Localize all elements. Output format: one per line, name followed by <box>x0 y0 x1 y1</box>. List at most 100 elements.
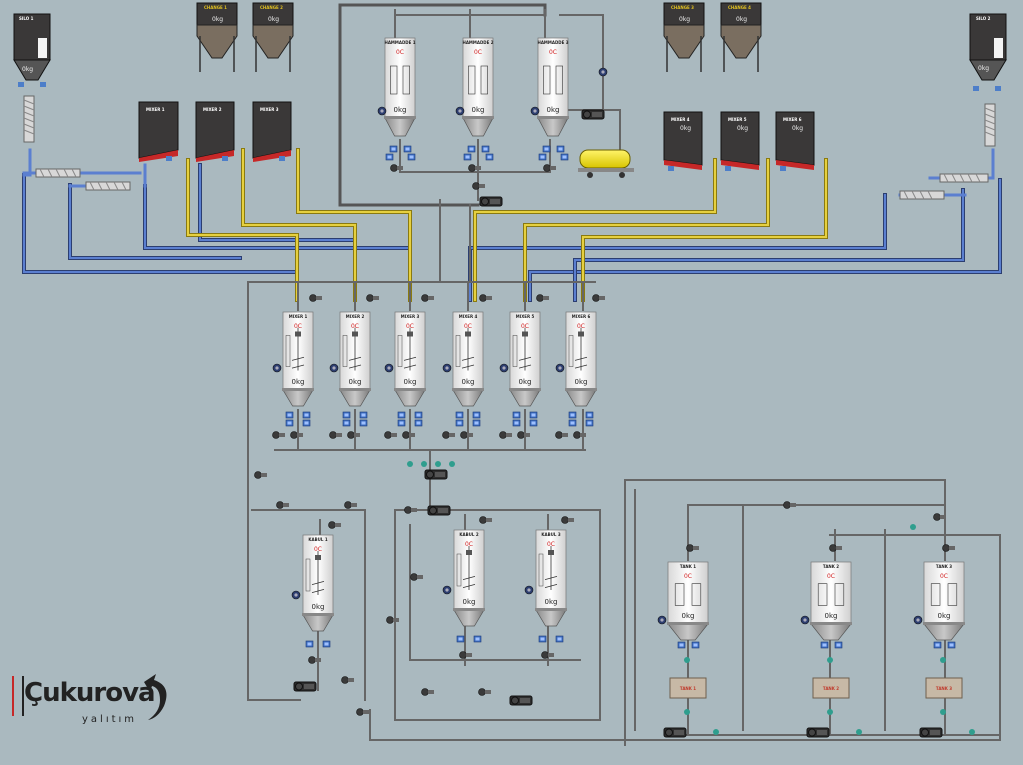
kabul-tank-2-motor-icon[interactable] <box>442 585 452 595</box>
storage-tank-1-outlet-flow-valve-icon[interactable] <box>684 709 690 715</box>
silo-right-valve-2-icon[interactable] <box>995 86 1001 91</box>
storage-tank-3-inlet-valve-icon[interactable] <box>942 544 956 552</box>
kabul-line-valve-3-icon[interactable] <box>421 688 435 696</box>
silo-left-valve-icon[interactable] <box>18 82 24 87</box>
silo-right-valve-icon[interactable] <box>973 86 979 91</box>
top-pump-center[interactable] <box>479 196 503 207</box>
top-reactor-2-motor-icon[interactable] <box>455 106 465 116</box>
kabul-line-valve-4-icon[interactable] <box>478 688 492 696</box>
dark-tank-right-2[interactable]: MIXER 5 0kg <box>720 111 760 171</box>
kabul-tank-3-valve-right-icon[interactable] <box>555 635 564 643</box>
mixer-1-valve-right-icon[interactable] <box>302 411 311 419</box>
mixer-4-motor-icon[interactable] <box>442 363 452 373</box>
top-reactor-3-valve-right-icon[interactable] <box>556 145 565 153</box>
mixer-5-motor-icon[interactable] <box>499 363 509 373</box>
mixer-4-outlet-valve-icon[interactable] <box>460 431 474 439</box>
mixer-5-inlet-valve-icon[interactable] <box>536 294 550 302</box>
storage-tank-1-discharge-valve-icon[interactable] <box>713 729 719 735</box>
mixer-6-valve-right-2-icon[interactable] <box>585 419 594 427</box>
top-reactor-1-outlet-valve-icon[interactable] <box>390 164 404 172</box>
kabul-line-valve-icon[interactable] <box>341 676 355 684</box>
kabul-line-valve-7-icon[interactable] <box>404 506 418 514</box>
kabul-tank-3-motor-icon[interactable] <box>524 585 534 595</box>
mixer-3-valve-left-icon[interactable] <box>397 411 406 419</box>
mixer-2-valve-right-icon[interactable] <box>359 411 368 419</box>
mixer-6-valve-right-icon[interactable] <box>585 411 594 419</box>
mixer-1-valve-right-2-icon[interactable] <box>302 419 311 427</box>
storage-tank-3-flow-valve-icon[interactable] <box>940 657 946 663</box>
mixer-1-outlet-valve-left-icon[interactable] <box>272 431 286 439</box>
mixer-5-valve-left-icon[interactable] <box>512 411 521 419</box>
storage-line-valve-2-icon[interactable] <box>933 513 947 521</box>
kabul-tank-3-valve-left-icon[interactable] <box>538 635 547 643</box>
storage-tank-2-inlet-valve-icon[interactable] <box>829 544 843 552</box>
mixer-6-motor-icon[interactable] <box>555 363 565 373</box>
silo-left[interactable]: SILO 1 0kg <box>13 13 51 87</box>
storage-tank-2-pump[interactable] <box>806 727 830 738</box>
mixer-4-valve-right-icon[interactable] <box>472 411 481 419</box>
left-line-valve-3-icon[interactable] <box>344 501 358 509</box>
mixer-outlet-pump[interactable] <box>424 469 448 480</box>
dark-tank-left-1[interactable]: MIXER 1 <box>138 101 179 162</box>
top-reactor-2-valve-left-2-icon[interactable] <box>463 153 472 161</box>
storage-tank-2-motor-icon[interactable] <box>800 615 810 625</box>
mixer-4-inlet-valve-icon[interactable] <box>479 294 493 302</box>
mixer-outlet-valve-2-icon[interactable] <box>421 461 427 467</box>
yellow-tanker[interactable] <box>578 149 634 178</box>
mixer-1-valve-left-2-icon[interactable] <box>285 419 294 427</box>
mixer-6-inlet-valve-icon[interactable] <box>592 294 606 302</box>
storage-tank-3-valve-left-icon[interactable] <box>933 641 942 649</box>
mixer-2-outlet-valve-icon[interactable] <box>347 431 361 439</box>
kabul-tank-3-outlet-valve-icon[interactable] <box>541 651 555 659</box>
storage-tank-2-outlet-flow-valve-icon[interactable] <box>827 709 833 715</box>
dark-tank-right-2-valve-icon[interactable] <box>725 166 731 171</box>
dark-tank-right-1[interactable]: MIXER 4 0kg <box>663 111 703 171</box>
mixer-5-valve-left-2-icon[interactable] <box>512 419 521 427</box>
mixer-2-valve-left-2-icon[interactable] <box>342 419 351 427</box>
mixer-outlet-valve-3-icon[interactable] <box>435 461 441 467</box>
mixer-outlet-valve-4-icon[interactable] <box>449 461 455 467</box>
mixer-2-valve-right-2-icon[interactable] <box>359 419 368 427</box>
storage-tank-2-valve-right-icon[interactable] <box>834 641 843 649</box>
mixer-1-outlet-valve-icon[interactable] <box>290 431 304 439</box>
mixer-3-valve-right-icon[interactable] <box>414 411 423 419</box>
kabul-tank-1-valve-right-icon[interactable] <box>322 640 331 648</box>
kabul-pump-1[interactable] <box>293 681 317 692</box>
mixer-2-outlet-valve-left-icon[interactable] <box>329 431 343 439</box>
kabul-tank-1-outlet-valve-icon[interactable] <box>308 656 322 664</box>
top-reactor-2-valve-left-icon[interactable] <box>467 145 476 153</box>
mixer-1-valve-left-icon[interactable] <box>285 411 294 419</box>
mixer-5-outlet-valve-icon[interactable] <box>517 431 531 439</box>
hopper-right-2[interactable]: CHANGE 4 0kg <box>720 2 762 72</box>
top-reactor-2-valve-right-icon[interactable] <box>481 145 490 153</box>
mixer-6-valve-left-icon[interactable] <box>568 411 577 419</box>
kabul-tank-2-outlet-valve-icon[interactable] <box>459 651 473 659</box>
dark-tank-right-1-valve-icon[interactable] <box>668 166 674 171</box>
storage-tank-1-valve-left-icon[interactable] <box>677 641 686 649</box>
dark-tank-left-3-valve-icon[interactable] <box>279 156 285 161</box>
kabul-line-valve-2-icon[interactable] <box>356 708 370 716</box>
mixer-4-valve-right-2-icon[interactable] <box>472 419 481 427</box>
storage-tank-1-motor-icon[interactable] <box>657 615 667 625</box>
kabul-line-valve-5-icon[interactable] <box>386 616 400 624</box>
storage-line-flow-valve-icon[interactable] <box>910 524 916 530</box>
top-reactor-3-valve-left-icon[interactable] <box>542 145 551 153</box>
dark-tank-left-3[interactable]: MIXER 3 <box>252 101 292 162</box>
top-reactor-3-valve-right-2-icon[interactable] <box>560 153 569 161</box>
storage-tank-2-discharge-valve-icon[interactable] <box>856 729 862 735</box>
hopper-left-2[interactable]: CHANGE 2 0kg <box>252 2 294 72</box>
mixer-3-valve-left-2-icon[interactable] <box>397 419 406 427</box>
storage-tank-3-discharge-valve-icon[interactable] <box>969 729 975 735</box>
mixer-2-motor-icon[interactable] <box>329 363 339 373</box>
